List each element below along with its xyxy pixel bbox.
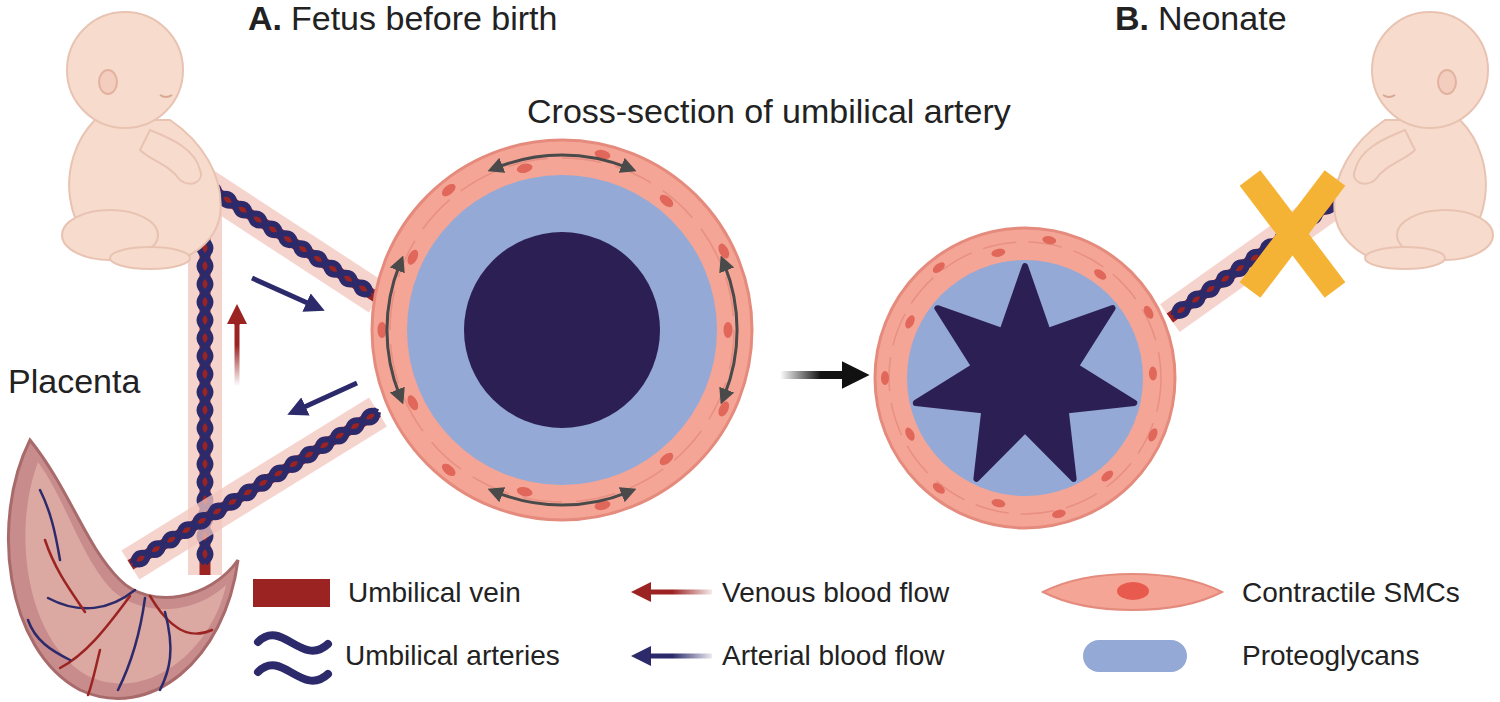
- umbilical-cord: [130, 407, 381, 568]
- artery-cross-section-neonatal: [1042, 235, 1057, 245]
- legend-samples: [1117, 582, 1149, 600]
- umbilical-cord: [128, 407, 381, 569]
- artery-cross-section-fetal: [496, 492, 627, 505]
- umbilical-cord: [202, 180, 374, 298]
- artery-cross-section-fetal: [516, 162, 534, 174]
- artery-cross-section-fetal: [464, 232, 660, 428]
- legend-text: Contractile SMCs: [1242, 577, 1460, 609]
- legend-samples: [645, 590, 650, 595]
- panel-letter: B.: [1115, 0, 1149, 38]
- legend-text: Arterial blood flow: [722, 640, 945, 672]
- artery-cross-section-neonatal: [1092, 267, 1108, 282]
- artery-cross-section-fetal: [657, 450, 675, 467]
- flow-arrows: [300, 383, 357, 409]
- flow-arrows: [235, 318, 240, 325]
- artery-cross-section-fetal: [440, 182, 458, 199]
- artery-cross-section-fetal: [387, 264, 400, 395]
- legend-samples: [258, 635, 328, 650]
- artery-cross-section-neonatal: [991, 247, 1006, 258]
- artery-cross-section-fetal: [657, 192, 675, 209]
- artery-cross-section-fetal: [405, 394, 420, 412]
- artery-cross-section-fetal: [378, 322, 387, 338]
- artery-cross-section-neonatal: [907, 260, 1143, 496]
- umbilical-cord: [202, 180, 381, 303]
- panel-letter: A.: [248, 0, 282, 38]
- clamp-cross: [1250, 178, 1335, 290]
- umbilical-cord: [130, 407, 381, 568]
- artery-cross-section-neonatal: [1051, 508, 1067, 519]
- artery-cross-section-neonatal: [903, 314, 916, 330]
- clamp-cross: [1250, 178, 1335, 290]
- artery-cross-section-neonatal: [991, 498, 1006, 509]
- legend-samples: [258, 665, 328, 680]
- artery-cross-section-fetal: [716, 400, 731, 418]
- legend-samples: [646, 590, 712, 595]
- placenta-illustration: [45, 540, 85, 612]
- flow-arrows: [235, 318, 240, 386]
- artery-cross-section-fetal: [440, 461, 458, 478]
- artery-cross-section-neonatal: [1149, 366, 1157, 380]
- flow-arrows: [252, 278, 312, 305]
- umbilical-cord: [202, 180, 374, 298]
- artery-cross-section-fetal: [407, 175, 717, 485]
- panel-title: Neonate: [1158, 0, 1287, 38]
- placenta-illustration: [40, 490, 60, 560]
- artery-cross-section-fetal: [378, 148, 733, 511]
- artery-cross-section-neonatal: [881, 235, 1159, 519]
- artery-cross-section-neonatal: [875, 228, 1175, 528]
- artery-cross-section-fetal: [516, 486, 534, 498]
- placenta-illustration: [160, 612, 170, 690]
- artery-cross-section-neonatal: [875, 228, 1175, 528]
- artery-cross-section-neonatal: [1146, 427, 1159, 443]
- text-label: Placenta: [8, 362, 140, 401]
- placenta-illustration: [88, 650, 100, 695]
- artery-cross-section-neonatal: [889, 242, 1161, 514]
- placenta-illustration: [60, 596, 130, 668]
- transition-arrow: [780, 371, 850, 379]
- neonate-figure: [1334, 12, 1493, 269]
- legend-text: Umbilical vein: [348, 577, 521, 609]
- legend-samples: [645, 654, 650, 659]
- artery-cross-section-neonatal: [903, 426, 916, 442]
- artery-cross-section-fetal: [390, 158, 734, 502]
- artery-cross-section-neonatal: [1142, 304, 1156, 320]
- artery-cross-section-neonatal: [931, 481, 947, 496]
- legend-samples: [258, 574, 1222, 681]
- text-label: Cross-section of umbilical artery: [527, 92, 1011, 131]
- legend-text: Venous blood flow: [722, 577, 949, 609]
- artery-cross-section-neonatal: [881, 371, 889, 385]
- artery-cross-section-fetal: [405, 248, 420, 266]
- artery-cross-section-neonatal: [931, 260, 947, 275]
- artery-cross-section-fetal: [724, 322, 733, 338]
- fetus-figure: [62, 12, 221, 269]
- legend-text: Umbilical arteries: [345, 640, 560, 672]
- artery-cross-section-fetal: [372, 140, 752, 520]
- transition-arrow: [780, 371, 848, 379]
- legend-text: Proteoglycans: [1242, 640, 1419, 672]
- artery-cross-section-fetal: [496, 155, 627, 168]
- placenta-illustration: [150, 596, 212, 634]
- legend-swatch: [253, 579, 330, 607]
- artery-cross-section-fetal: [716, 242, 731, 260]
- legend-samples: [646, 654, 712, 659]
- legend-samples: [1043, 574, 1222, 610]
- artery-cross-section-neonatal: [916, 266, 1134, 479]
- artery-cross-section-fetal: [724, 264, 737, 395]
- artery-cross-section-fetal: [387, 155, 737, 505]
- flow-arrows: [235, 278, 358, 409]
- legend-swatch: [1083, 640, 1187, 672]
- placenta-illustration: [118, 598, 145, 690]
- artery-cross-section-neonatal: [1099, 468, 1115, 483]
- placenta-illustration: [28, 620, 70, 660]
- transition-arrow: [845, 371, 850, 379]
- panel-title: Fetus before birth: [291, 0, 557, 38]
- clamp-cross: [1250, 178, 1335, 290]
- artery-cross-section-fetal: [372, 140, 752, 520]
